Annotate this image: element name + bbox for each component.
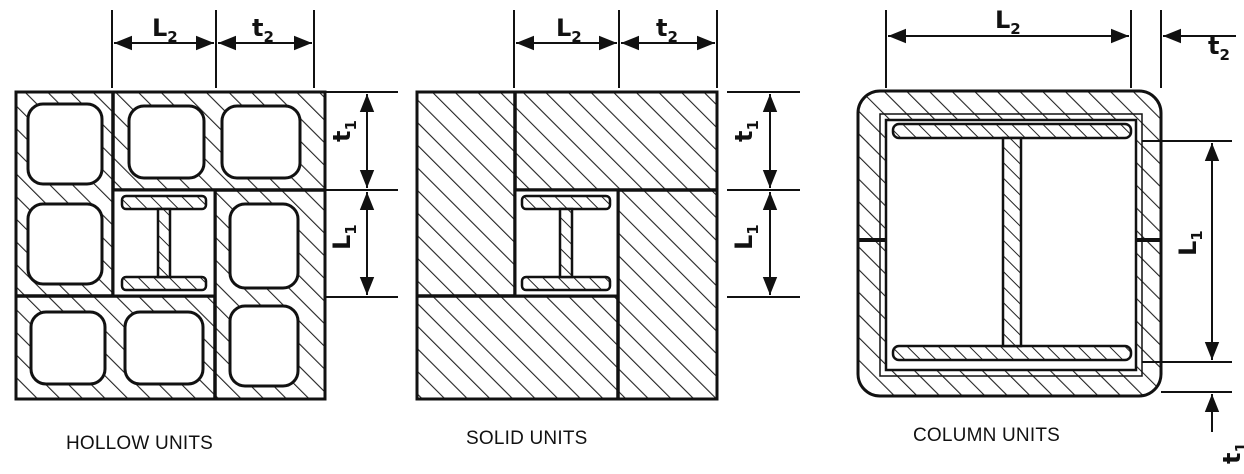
dim-label-t2-column: t2 xyxy=(1208,32,1230,64)
dim-label-t2-hollow: t2 xyxy=(252,14,274,46)
column-units-caption: COLUMN UNITS xyxy=(913,425,1061,446)
dim-label-t1-hollow: t1 xyxy=(328,120,360,142)
dim-label-L1-solid: L1 xyxy=(730,224,762,250)
column-units-figure: L2 t2 L1 t1 xyxy=(856,6,1244,464)
solid-units-figure: L2 t2 t1 L1 xyxy=(415,10,800,401)
hollow-units-caption: HOLLOW UNITS xyxy=(66,433,214,454)
dim-label-L1-hollow: L1 xyxy=(328,224,360,250)
dim-label-t2-solid: t2 xyxy=(656,14,678,46)
dim-label-t1-column: t1 xyxy=(1218,442,1244,464)
dim-label-L2-column: L2 xyxy=(995,6,1021,38)
dim-label-L2-solid: L2 xyxy=(556,14,582,46)
hollow-units-figure: L2 t2 t1 L1 xyxy=(14,10,398,401)
dim-label-t1-solid: t1 xyxy=(730,120,762,142)
dim-label-L2-hollow: L2 xyxy=(152,14,178,46)
solid-units-caption: SOLID UNITS xyxy=(466,428,588,449)
dim-label-L1-column: L1 xyxy=(1174,230,1206,256)
